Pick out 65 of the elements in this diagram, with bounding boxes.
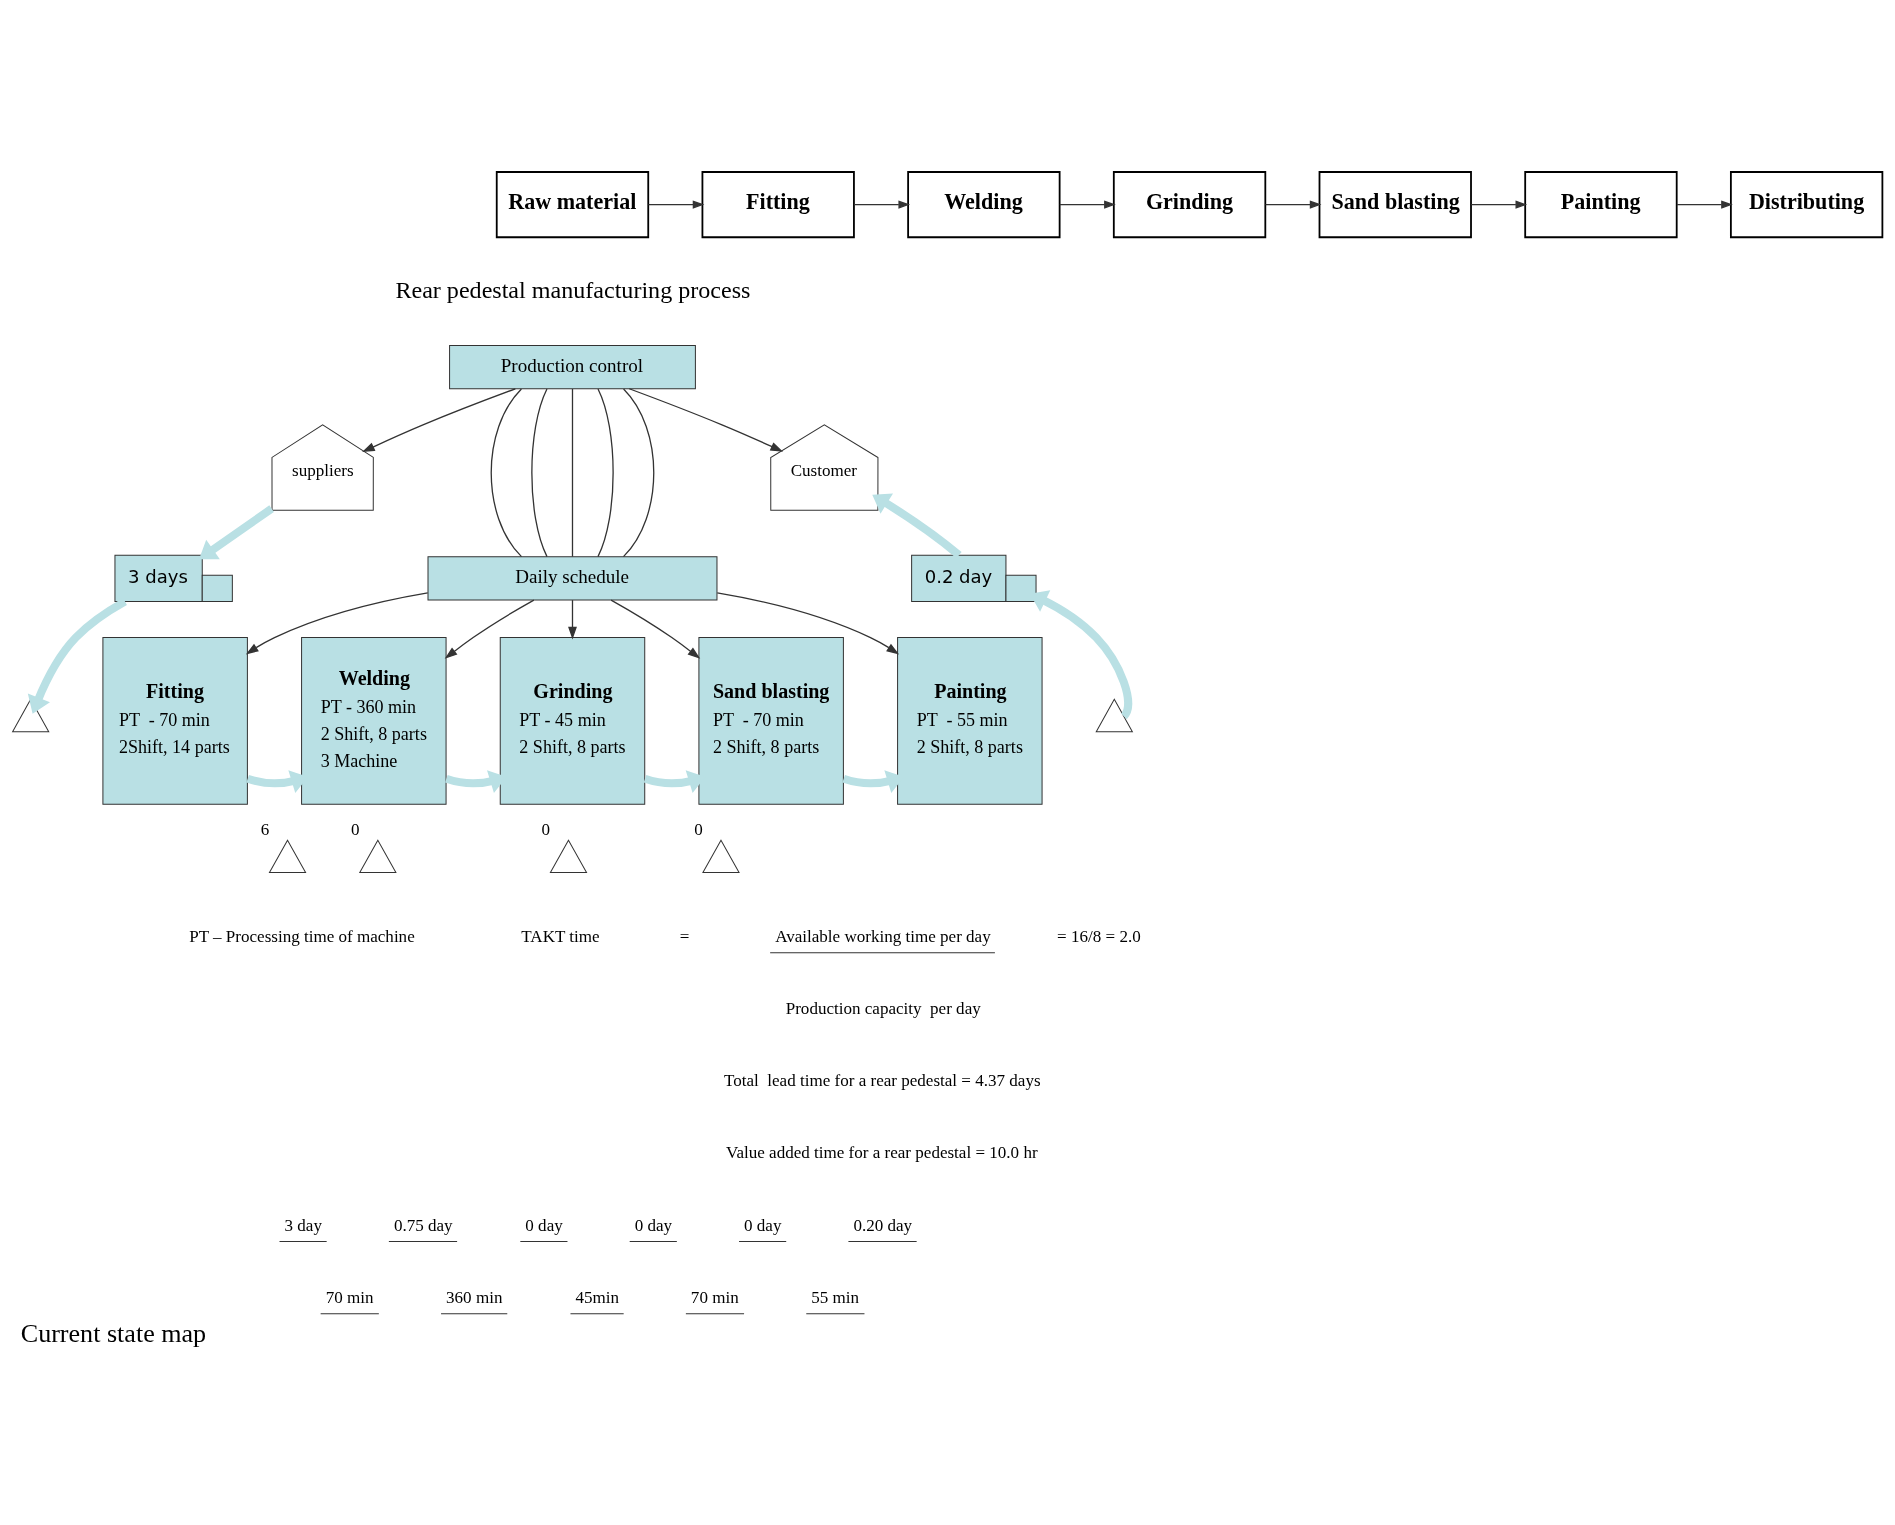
node-label: 0 [541,819,551,839]
arrow [1264,200,1322,209]
label: Rear pedestal manufacturing process [395,276,751,303]
node-box: Sand blasting [1318,170,1472,238]
node-label: 0 [350,819,360,839]
node-box: Painting [1524,170,1678,238]
node-box: Daily schedule [427,555,718,600]
label: 360 min [446,1287,503,1307]
node-box: Welding PT - 360 min 2 Shift, 8 parts 3 Machine [301,636,447,805]
connector [622,387,655,557]
node-triangle [1095,698,1133,732]
node-box: Welding [907,170,1061,238]
label: 0 day [634,1215,673,1235]
node-triangle [549,839,588,873]
label: 0 day [744,1215,782,1235]
label: 0.75 day [393,1215,453,1235]
node-box: Fitting PT - 70 min 2Shift, 14 parts [102,636,248,805]
node-box: Raw material [495,170,650,238]
node-label: 6 [260,819,270,839]
connector [597,387,614,557]
node-triangle [702,839,740,873]
arrow [568,598,577,639]
label: 0 day [525,1215,563,1235]
arrow [444,598,535,659]
arrow [647,200,705,209]
connector [490,387,523,557]
arrow [1676,200,1733,209]
label: 70 min [690,1287,739,1307]
node-box: Distributing [1729,170,1884,238]
node-box: Grinding [1112,170,1267,238]
connector [531,387,548,557]
arrow [853,200,911,209]
arrow [610,598,701,659]
label: 70 min [325,1287,374,1307]
node-triangle [12,698,50,732]
label: Available working time per day [775,926,991,946]
label: 45min [575,1287,620,1307]
node-box: Grinding PT - 45 min 2 Shift, 8 parts [499,636,646,805]
node-box: Painting PT - 55 min 2 Shift, 8 parts [897,636,1043,805]
label: 3 day [284,1215,322,1235]
label: 55 min [811,1287,860,1307]
label: TAKT time [521,926,600,946]
arrow [1470,200,1528,209]
caption: Current state map [20,1318,207,1348]
arrow [716,591,900,654]
connector [571,387,574,557]
node-triangle [268,839,307,873]
label: Production capacity per day [785,998,981,1018]
arrow [362,387,516,452]
label: = [679,926,690,946]
arrow [199,504,274,559]
node-label: 0 [694,819,703,839]
label: Value added time for a rear pedestal = 10.0 hr [726,1142,1038,1162]
arrow [245,591,429,654]
node-triangle [359,839,397,873]
node-box: Fitting [701,170,855,238]
label: PT – Processing time of machine [189,926,415,946]
label: 0.20 day [853,1215,913,1235]
arrow [628,387,784,452]
node-box: Production control [449,344,696,389]
arrow [1059,200,1116,209]
label: = 16/8 = 2.0 [1057,926,1141,946]
node-box: Sand blasting PT - 70 min 2 Shift, 8 parts [698,636,844,805]
label: Total lead time for a rear pedestal = 4.37 days [724,1070,1041,1090]
arrow [872,492,962,558]
